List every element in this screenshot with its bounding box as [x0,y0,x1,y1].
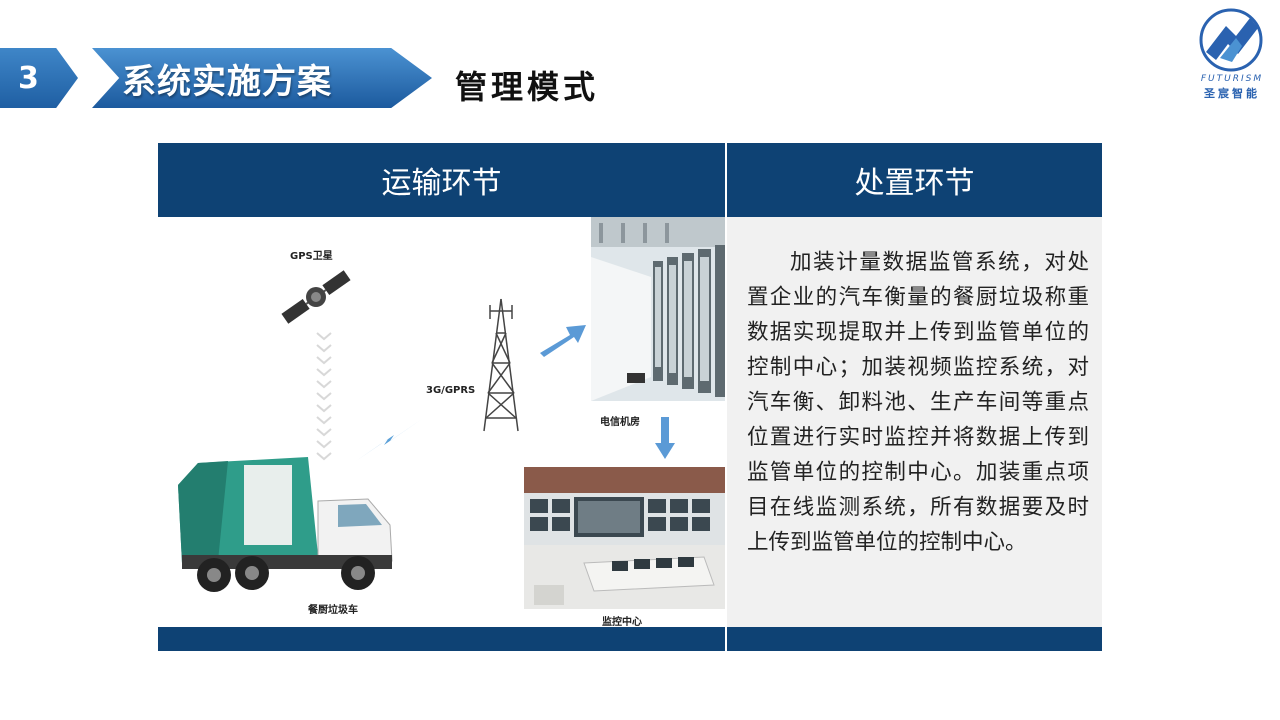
disposal-description: 加装计量数据监管系统，对处置企业的汽车衡量的餐厨垃圾称重数据实现提取并上传到监管… [747,250,1089,555]
disposal-header: 处置环节 [727,143,1102,217]
logo-chinese-text: 圣宸智能 [1204,87,1260,100]
table-footer-left [158,627,725,651]
section-number-tab: 3 [0,48,78,108]
monitoring-center-image [524,467,725,609]
datacenter-label: 电信机房 [600,417,640,428]
section-title-tab: 系统实施方案 [92,48,432,108]
table-footer-right [727,627,1102,651]
management-mode-table: 运输环节 处置环节 GPS卫星 [158,143,1102,651]
arrow-to-datacenter-icon [540,325,586,357]
section-number: 3 [18,60,39,96]
wireless-signal-icon [356,419,422,461]
transport-header: 运输环节 [158,143,725,217]
network-label: 3G/GPRS [426,385,476,396]
transport-diagram: GPS卫星 3G/GPRS [158,217,725,627]
garbage-truck-image [178,457,393,592]
logo-english-text: FUTURISM [1200,74,1264,84]
datacenter-image [591,217,725,401]
cell-tower-icon [483,298,519,432]
page-subtitle: 管理模式 [455,68,600,106]
gps-label: GPS卫星 [290,251,333,262]
arrow-to-monitor-icon [655,417,675,459]
monitor-center-label: 监控中心 [602,617,642,627]
disposal-description-cell: 加装计量数据监管系统，对处置企业的汽车衡量的餐厨垃圾称重数据实现提取并上传到监管… [727,217,1102,627]
truck-label: 餐厨垃圾车 [308,605,358,616]
section-title: 系统实施方案 [122,61,332,102]
gps-satellite-icon [281,270,351,324]
satellite-signal-icon [316,332,332,461]
futurism-logo-icon [1199,8,1263,72]
